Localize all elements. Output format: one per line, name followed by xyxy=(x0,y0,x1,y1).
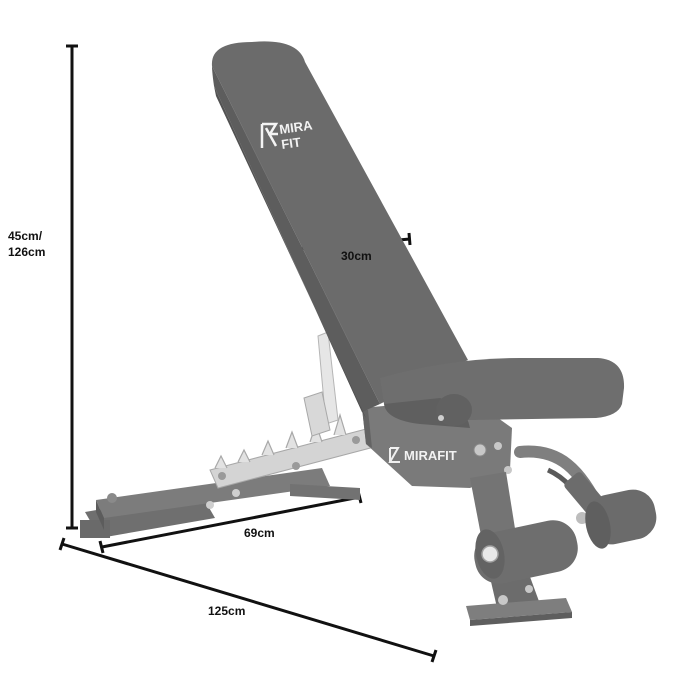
seat-width-label: 30cm xyxy=(341,249,372,263)
frame-logo: MIRAFIT xyxy=(388,447,457,463)
total-length-tick-right xyxy=(430,649,438,663)
dimension-labels: 45cm/ 126cm 30cm 69cm 125cm xyxy=(8,229,372,618)
total-length-dimension-line xyxy=(61,542,435,658)
base-length-tick-left xyxy=(98,540,105,554)
total-length-label: 125cm xyxy=(208,604,245,618)
backrest-pad: MIRA FIT xyxy=(211,41,468,418)
backrest-logo-line2: FIT xyxy=(280,134,301,152)
seat-width-tick-right xyxy=(407,232,412,246)
backrest-logo-line1: MIRA xyxy=(278,117,314,137)
backrest-support-strut xyxy=(303,331,339,437)
height-label-line1: 45cm/ xyxy=(8,229,43,243)
backrest-logo: MIRA FIT xyxy=(260,117,314,152)
rear-base-frame xyxy=(80,468,360,538)
total-length-tick-left xyxy=(58,537,66,551)
seat-pad xyxy=(380,358,625,428)
height-label-line2: 126cm xyxy=(8,245,45,259)
frame-logo-text: MIRAFIT xyxy=(404,448,457,463)
base-length-label: 69cm xyxy=(244,526,275,540)
dimension-lines xyxy=(58,44,438,663)
leg-rollers xyxy=(474,489,657,584)
base-length-dimension-line xyxy=(101,495,361,549)
main-frame: MIRAFIT xyxy=(362,398,512,488)
rear-leg-roller xyxy=(585,489,657,549)
front-leg-roller xyxy=(474,520,578,584)
